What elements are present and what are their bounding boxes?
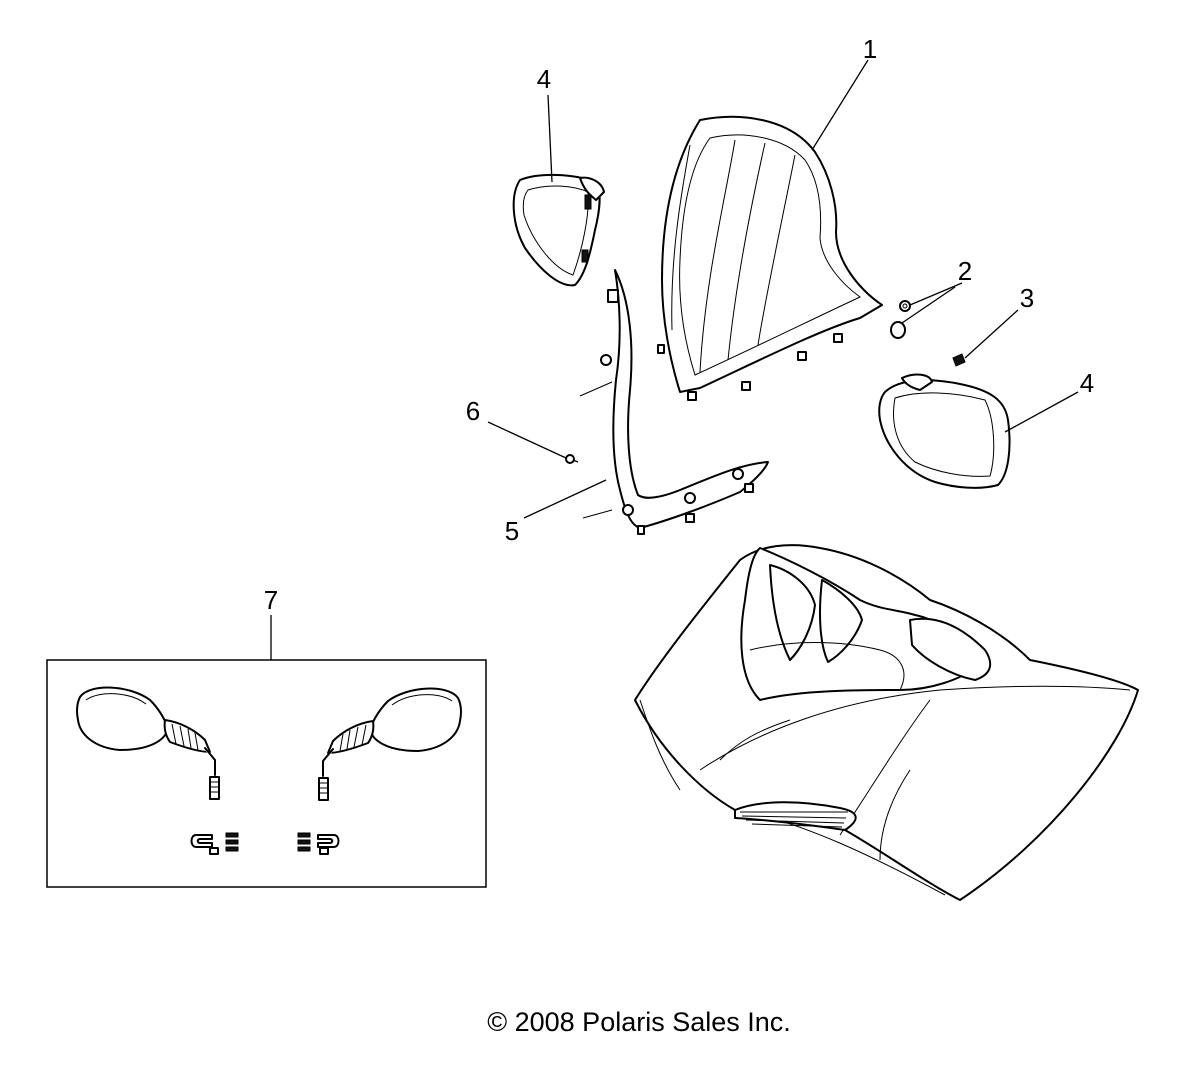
leader-line-2b bbox=[901, 286, 956, 324]
mirror-kit-box bbox=[46, 659, 487, 888]
leader-line-4b bbox=[1004, 391, 1079, 433]
hand-guard-right-part bbox=[878, 373, 1011, 489]
hood-grille bbox=[740, 811, 848, 828]
trim-panel-part bbox=[579, 269, 769, 535]
leader-line-1 bbox=[811, 59, 869, 151]
screw-small-part bbox=[565, 454, 579, 464]
mirror-left-part bbox=[75, 686, 239, 855]
callout-4-right: 4 bbox=[1080, 368, 1094, 398]
copyright-notice: © 2008 Polaris Sales Inc. bbox=[487, 1007, 791, 1037]
screw-part bbox=[952, 353, 966, 367]
leader-line-3 bbox=[964, 309, 1019, 359]
hood-assembly bbox=[634, 544, 1139, 901]
callout-3: 3 bbox=[1020, 283, 1034, 313]
callout-6: 6 bbox=[466, 396, 480, 426]
callout-5: 5 bbox=[505, 516, 519, 546]
mirror-right-part bbox=[297, 687, 463, 855]
leader-line-4a bbox=[547, 94, 553, 183]
leader-line-2a bbox=[909, 282, 963, 306]
callout-4-upper: 4 bbox=[537, 64, 551, 94]
leader-line-6 bbox=[487, 421, 567, 459]
leader-lines bbox=[270, 59, 1079, 660]
callout-1: 1 bbox=[863, 34, 877, 64]
callout-7: 7 bbox=[264, 585, 278, 615]
leader-line-5 bbox=[523, 479, 607, 519]
windshield-part bbox=[657, 115, 883, 401]
callout-2: 2 bbox=[958, 256, 972, 286]
washer-part bbox=[890, 300, 911, 339]
hand-guard-left-part bbox=[512, 173, 605, 287]
